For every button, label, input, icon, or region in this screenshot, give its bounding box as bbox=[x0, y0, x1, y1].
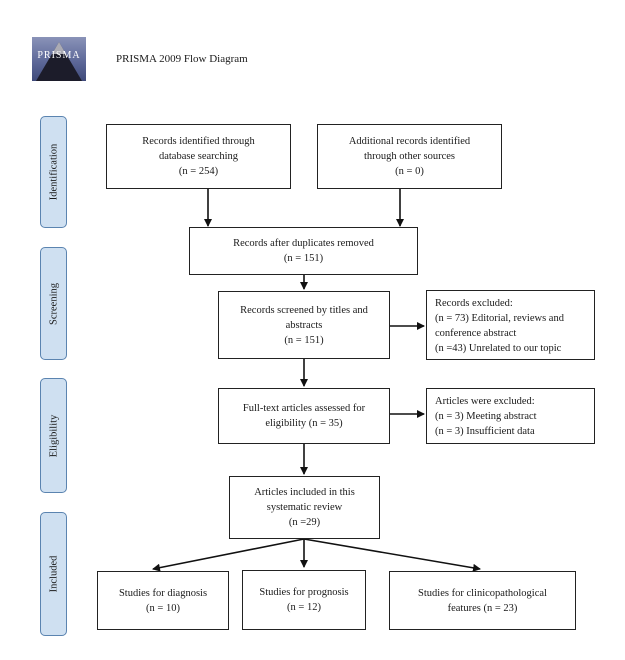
box-line: (n = 10) bbox=[146, 602, 180, 614]
box-additional-records: Additional records identified through ot… bbox=[317, 124, 502, 189]
box-line: Articles included in this bbox=[254, 487, 355, 498]
box-line: Full-text articles assessed for bbox=[242, 403, 366, 414]
box-fulltext-assessed: Full-text articles assessed for eligibil… bbox=[218, 388, 390, 444]
arrow-included-to-diagnosis bbox=[152, 538, 305, 572]
phase-screening: Screening bbox=[40, 247, 67, 360]
box-line: (n = 254) bbox=[178, 166, 219, 177]
box-studies-clinicopathological: Studies for clinicopathological features… bbox=[389, 571, 576, 630]
box-duplicates-removed: Records after duplicates removed (n = 15… bbox=[189, 227, 418, 275]
box-line: Studies for prognosis bbox=[259, 587, 349, 598]
box-line: conference abstract bbox=[435, 328, 517, 339]
logo-text: PRISMA bbox=[37, 50, 81, 61]
box-line: abstracts bbox=[285, 319, 323, 331]
box-articles-excluded: Articles were excluded: (n = 3) Meeting … bbox=[426, 388, 595, 444]
box-line: (n =29) bbox=[288, 517, 321, 528]
box-line: (n = 151) bbox=[284, 334, 324, 346]
box-line: (n = 3) Insufficient data bbox=[435, 426, 535, 437]
box-line: Studies for diagnosis bbox=[118, 587, 208, 599]
logo-triangle-graphic bbox=[36, 42, 82, 81]
diagram-title: PRISMA 2009 Flow Diagram bbox=[116, 53, 248, 65]
box-line: systematic review bbox=[266, 502, 343, 513]
box-line: Records excluded: bbox=[435, 298, 513, 309]
box-line: Studies for clinicopathological bbox=[418, 587, 547, 599]
box-line: (n = 151) bbox=[283, 253, 324, 264]
prisma-logo: PRISMA bbox=[32, 37, 86, 81]
box-studies-prognosis: Studies for prognosis (n = 12) bbox=[242, 570, 366, 630]
box-line: (n = 0) bbox=[395, 166, 424, 177]
box-records-excluded: Records excluded: (n = 73) Editorial, re… bbox=[426, 290, 595, 360]
phase-eligibility: Eligibility bbox=[40, 378, 67, 493]
box-line: (n =43) Unrelated to our topic bbox=[435, 343, 562, 354]
arrow-included-to-clinicopathological bbox=[303, 538, 481, 572]
box-line: features (n = 23) bbox=[447, 602, 518, 614]
box-line: database searching bbox=[158, 151, 238, 162]
phase-identification: Identification bbox=[40, 116, 67, 228]
box-records-identified-database: Records identified through database sear… bbox=[106, 124, 291, 189]
box-studies-diagnosis: Studies for diagnosis (n = 10) bbox=[97, 571, 229, 630]
box-line: (n = 3) Meeting abstract bbox=[435, 411, 537, 422]
box-line: eligibility (n = 35) bbox=[265, 418, 343, 429]
box-line: Records identified through bbox=[142, 136, 255, 147]
box-records-screened: Records screened by titles and abstracts… bbox=[218, 291, 390, 359]
box-line: Additional records identified bbox=[348, 136, 471, 147]
box-line: through other sources bbox=[364, 151, 455, 162]
box-articles-included: Articles included in this systematic rev… bbox=[229, 476, 380, 539]
box-line: (n = 73) Editorial, reviews and bbox=[435, 313, 564, 324]
box-line: (n = 12) bbox=[287, 602, 321, 613]
box-line: Records after duplicates removed bbox=[233, 238, 374, 249]
box-line: Records screened by titles and bbox=[240, 304, 368, 316]
phase-included: Included bbox=[40, 512, 67, 636]
box-line: Articles were excluded: bbox=[435, 396, 535, 407]
